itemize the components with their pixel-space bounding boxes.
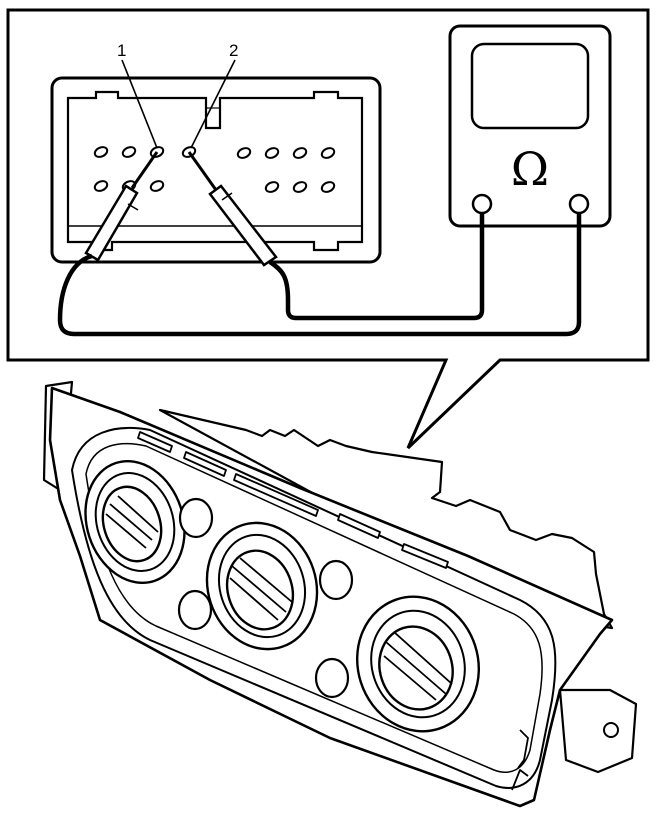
probe-icon-2 <box>187 151 278 267</box>
ohmmeter-icon <box>448 24 612 228</box>
bezel-recess <box>71 427 557 789</box>
control-panel-icon <box>42 380 638 808</box>
connector-icon <box>50 76 382 264</box>
round-buttons <box>177 497 354 699</box>
bracket-hole <box>603 722 619 738</box>
ohm-symbol: Ω <box>511 142 549 196</box>
test-leads <box>57 213 582 337</box>
right-edge-detail <box>511 729 529 791</box>
callout-2: 2 <box>229 41 238 60</box>
knob-2 <box>205 521 319 651</box>
callout-1: 1 <box>117 41 126 60</box>
vent-slots <box>137 431 449 569</box>
probe-icon-1 <box>84 151 159 262</box>
callout-leaders <box>121 59 236 149</box>
mounting-bracket <box>558 688 638 774</box>
knob-1 <box>84 459 186 585</box>
knob-3 <box>355 595 481 733</box>
